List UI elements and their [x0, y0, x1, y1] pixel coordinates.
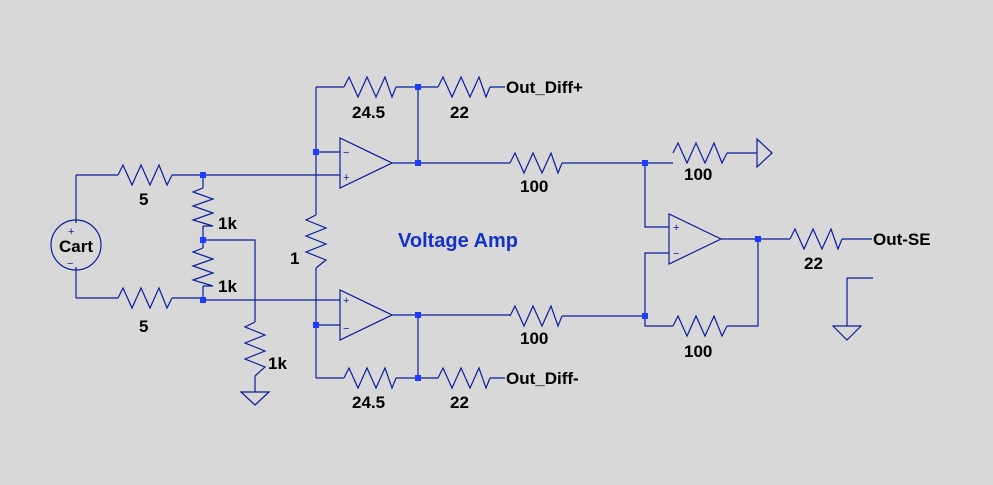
resistor-out-bot[interactable]	[437, 366, 491, 390]
cart-source[interactable]: + − Cart	[50, 219, 102, 271]
label-r-ref: 100	[684, 165, 712, 184]
label-r-src-bot: 5	[139, 317, 148, 336]
label-r-gnd: 1k	[268, 354, 287, 373]
resistor-fb-top[interactable]	[343, 75, 397, 99]
label-r-fb-diff: 100	[684, 342, 712, 361]
wires	[75, 86, 873, 392]
resistor-gain[interactable]	[304, 214, 328, 269]
opamp-top[interactable]: − +	[339, 137, 394, 189]
label-r-gain: 1	[290, 249, 299, 268]
opamp-diff[interactable]: + −	[668, 213, 723, 265]
label-r-se: 22	[804, 254, 823, 273]
net-out-se: Out-SE	[873, 230, 931, 249]
net-out-diff-pos: Out_Diff+	[506, 78, 583, 97]
opamp-diff-minus: −	[673, 248, 679, 260]
resistor-ref[interactable]	[672, 141, 728, 165]
resistor-out-top[interactable]	[437, 75, 491, 99]
opamp-top-minus: −	[343, 147, 349, 159]
resistor-in-top[interactable]	[509, 151, 563, 175]
resistor-in-bot[interactable]	[509, 304, 563, 328]
resistor-src-bot[interactable]	[117, 286, 173, 310]
label-r-fb-bot: 24.5	[352, 393, 385, 412]
ground-symbol-se	[831, 325, 863, 341]
opamp-diff-plus: +	[673, 222, 679, 234]
opamp-top-plus: +	[343, 172, 349, 184]
opamp-bottom[interactable]: + −	[339, 289, 394, 341]
resistor-div-top[interactable]	[191, 187, 215, 227]
opamp-bottom-plus: +	[343, 295, 349, 307]
junction-nodes	[200, 84, 761, 381]
source-label: Cart	[59, 237, 93, 256]
opamp-bottom-minus: −	[343, 323, 349, 335]
resistor-fb-diff[interactable]	[672, 314, 728, 338]
resistor-fb-bot[interactable]	[343, 366, 397, 390]
resistor-se[interactable]	[789, 227, 843, 251]
diagram-title: Voltage Amp	[398, 230, 518, 252]
label-r-out-top: 22	[450, 103, 469, 122]
ground-symbol-ref	[756, 137, 773, 169]
resistor-gnd[interactable]	[243, 321, 267, 377]
minus-sign: −	[67, 258, 73, 270]
label-r-out-bot: 22	[450, 393, 469, 412]
label-r-div-top: 1k	[218, 214, 237, 233]
label-r-fb-top: 24.5	[352, 103, 385, 122]
net-out-diff-neg: Out_Diff-	[506, 369, 579, 388]
label-r-div-bot: 1k	[218, 277, 237, 296]
label-r-src-top: 5	[139, 190, 148, 209]
resistor-div-bot[interactable]	[191, 247, 215, 287]
label-r-in-bot: 100	[520, 329, 548, 348]
plus-sign: +	[68, 226, 74, 238]
resistor-src-top[interactable]	[117, 163, 173, 187]
ground-symbol-1k	[239, 391, 271, 406]
label-r-in-top: 100	[520, 177, 548, 196]
